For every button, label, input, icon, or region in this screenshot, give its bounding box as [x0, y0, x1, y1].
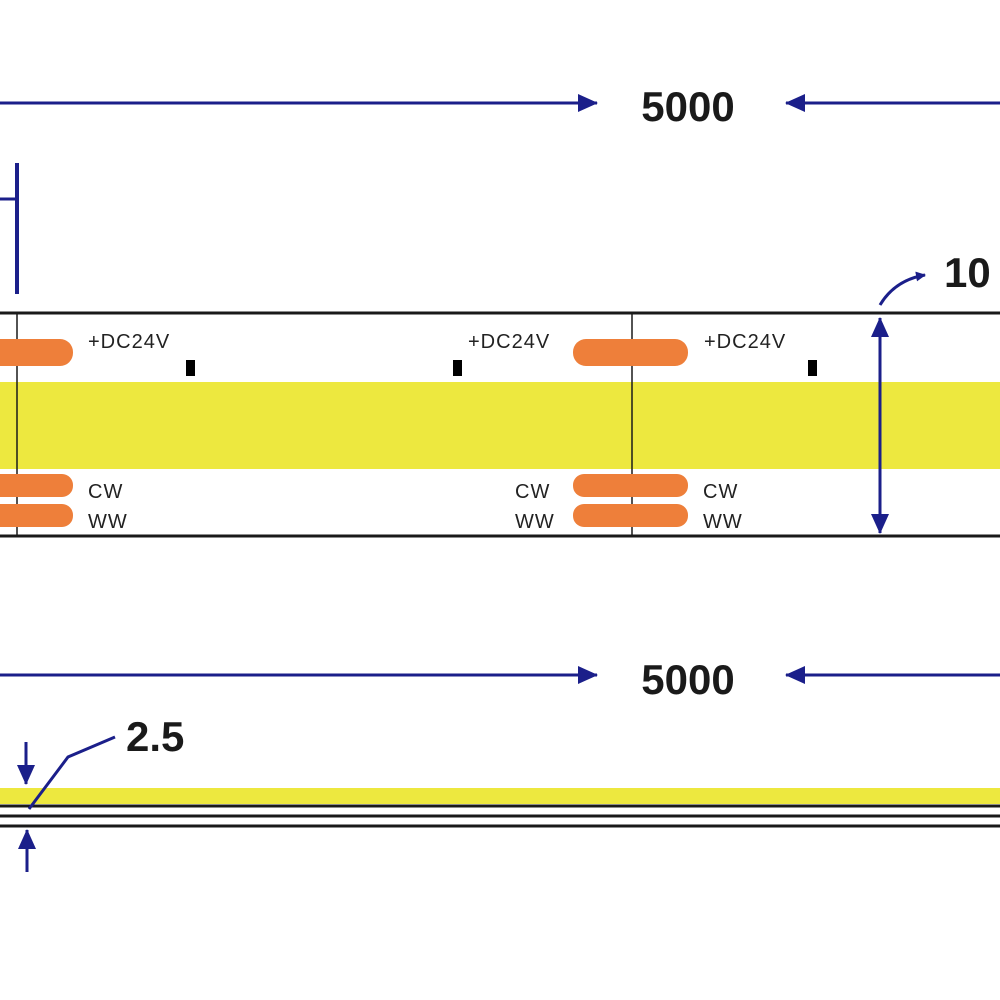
led-band: [0, 382, 1000, 469]
power-label: +DC24V: [468, 331, 550, 353]
power-label: +DC24V: [704, 331, 786, 353]
ww-label: WW: [703, 511, 743, 533]
width-dimension: 10: [871, 249, 991, 534]
led-layer: [0, 788, 1000, 804]
cut-extension-line: [0, 163, 19, 294]
length-label-bottom: 5000: [641, 656, 734, 703]
cw-label: CW: [703, 481, 738, 503]
thickness-dimension: 2.5: [17, 713, 184, 872]
length-dimension-top: 5000: [0, 83, 1000, 130]
ww-label: WW: [88, 511, 128, 533]
strip-side-view: [0, 788, 1000, 828]
width-label: 10: [944, 249, 991, 296]
cw-label: CW: [515, 481, 550, 503]
thickness-label: 2.5: [126, 713, 184, 760]
length-label-top: 5000: [641, 83, 734, 130]
strip-top-view: +DC24V +DC24V +DC24V CW WW CW WW CW WW: [0, 311, 1000, 538]
solder-pads: [0, 339, 688, 527]
resistor-marks: [186, 360, 817, 376]
cw-label: CW: [88, 481, 123, 503]
length-dimension-bottom: 5000: [0, 656, 1000, 703]
ww-label: WW: [515, 511, 555, 533]
power-label: +DC24V: [88, 331, 170, 353]
